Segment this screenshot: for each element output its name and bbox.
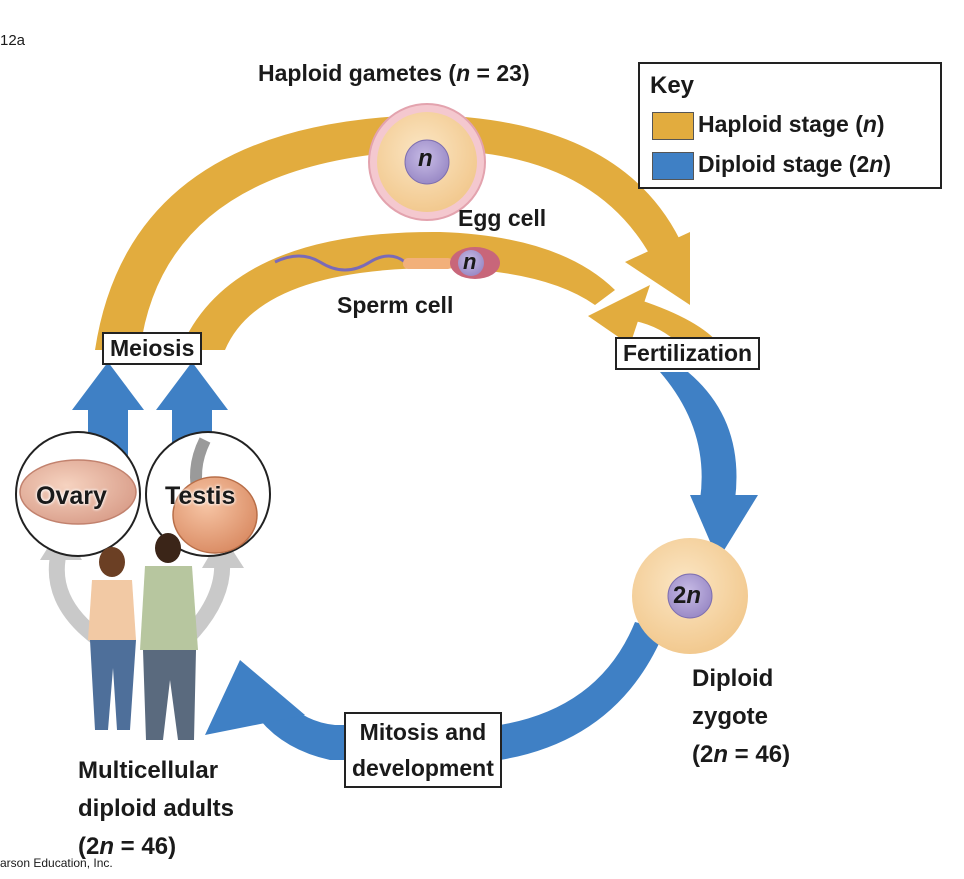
- diagram-title: Haploid gametes (n = 23): [258, 60, 530, 87]
- sperm-nucleus-label: n: [463, 249, 477, 274]
- zygote-line3-a: (2: [692, 741, 714, 768]
- adults-line3-a: (2: [78, 833, 100, 860]
- ovary-tissue: [19, 459, 137, 525]
- mitosis-line1: Mitosis and: [359, 719, 487, 745]
- sperm-tail: [274, 254, 406, 272]
- zygote-line2: zygote: [692, 703, 769, 730]
- haploid-outer-arrowhead: [625, 232, 690, 305]
- diploid-mitosis-arrowhead: [205, 660, 305, 735]
- adults-line3: (2n = 46): [78, 828, 234, 866]
- figure-ref: 12a: [0, 32, 26, 49]
- diploid-key-text: Diploid stage (2: [698, 151, 870, 177]
- sperm-midpiece: [403, 258, 453, 269]
- title-n: n: [456, 60, 471, 86]
- zygote-nucleus: [667, 573, 713, 619]
- diploid-key-close: ): [883, 151, 891, 177]
- haploid-outer-arc: [95, 115, 680, 350]
- diploid-key-n: n: [869, 151, 884, 177]
- haploid-key-label: Haploid stage (n): [698, 111, 885, 138]
- adults-line3-n: n: [99, 833, 115, 860]
- zygote-nucleus-2: 2: [673, 582, 687, 609]
- adults-line3-b: = 46): [114, 833, 177, 860]
- zygote-nucleus-n: n: [686, 582, 702, 609]
- diploid-swatch: [652, 152, 694, 180]
- testis-label: Testis: [165, 482, 236, 510]
- zygote-line3: (2n = 46): [692, 736, 790, 774]
- meiosis-label: Meiosis: [102, 332, 203, 365]
- ovary-meiosis-arrowhead: [72, 362, 144, 410]
- zygote-line3-b: = 46): [728, 741, 791, 768]
- egg-nucleus: [404, 139, 450, 185]
- key-heading: Key: [650, 72, 695, 99]
- haploid-to-fertilization: [630, 300, 720, 345]
- title-rest: = 23): [470, 60, 530, 86]
- haploid-key-n: n: [862, 111, 877, 137]
- adults-description: Multicellular diploid adults (2n = 46): [78, 752, 234, 866]
- adults-line1: Multicellular: [78, 757, 219, 784]
- ovary-label: Ovary: [36, 482, 107, 510]
- zygote-description: Diploid zygote (2n = 46): [692, 660, 790, 774]
- diploid-key-label: Diploid stage (2n): [698, 151, 891, 178]
- testis-meiosis-arrowhead: [156, 362, 228, 410]
- sperm-cell-label: Sperm cell: [337, 292, 454, 318]
- sperm-nucleus: [458, 250, 484, 276]
- diploid-fertilization-arc: [660, 372, 737, 500]
- copyright-notice: arson Education, Inc.: [0, 856, 113, 870]
- man-figure: [140, 533, 198, 740]
- zygote-nucleus-label: 2n: [673, 582, 701, 610]
- haploid-inner-arrowhead: [588, 285, 650, 345]
- haploid-key-close: ): [876, 111, 885, 137]
- legend-key: Key Haploid stage (n) Diploid stage (2n): [638, 62, 942, 189]
- mitosis-line2: development: [352, 755, 494, 781]
- zygote-line3-n: n: [713, 741, 729, 768]
- woman-figure: [88, 547, 136, 730]
- haploid-inner-arc: [180, 231, 615, 350]
- testis-tissue: [172, 476, 258, 554]
- title-text: Haploid gametes (: [258, 60, 457, 86]
- egg-nucleus-label: n: [418, 145, 433, 172]
- egg-cell-label: Egg cell: [458, 205, 547, 231]
- mitosis-development-label: Mitosis and development: [344, 712, 502, 788]
- adults-line2: diploid adults: [78, 795, 234, 822]
- haploid-key-text: Haploid stage (: [698, 111, 863, 137]
- diploid-fertilization-arrowhead: [690, 495, 758, 560]
- haploid-swatch: [652, 112, 694, 140]
- fertilization-label: Fertilization: [615, 337, 761, 370]
- zygote-line1: Diploid: [692, 665, 774, 692]
